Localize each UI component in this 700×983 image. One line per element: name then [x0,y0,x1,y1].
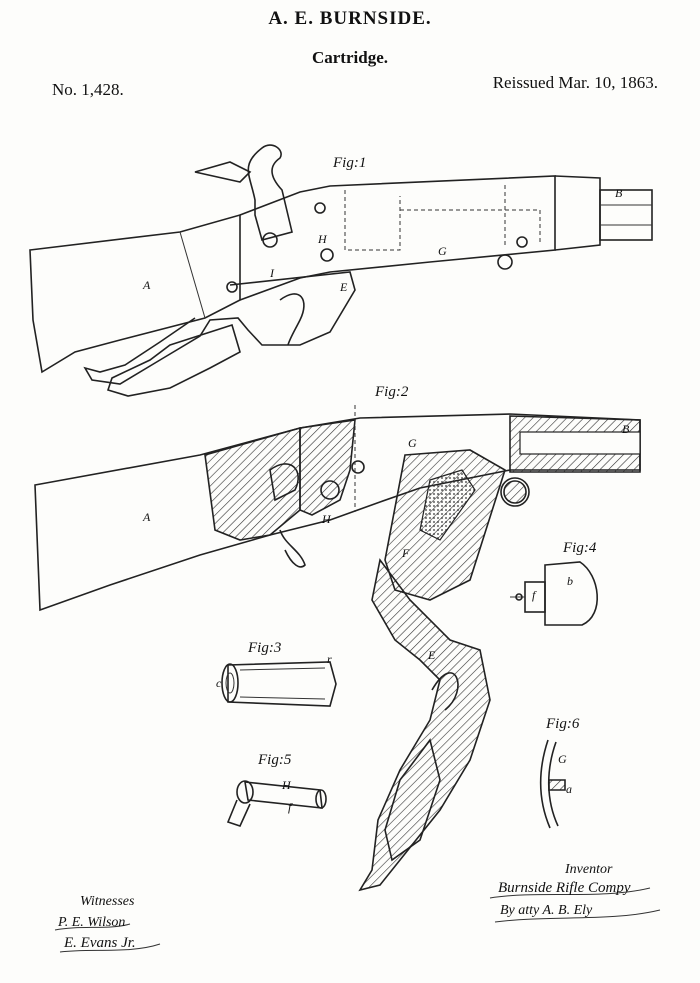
patent-subtitle: Cartridge. [311,48,388,67]
inventor-signature: Burnside Rifle Compy [498,880,631,896]
fig3-letter-r: r [327,652,332,666]
fig2-letter-b: B [622,422,630,436]
fig1-letter-e: E [340,280,348,294]
fig6-letter-a: a [566,782,572,796]
fig5-label: Fig:5 [258,752,292,768]
fig2-letter-e: E [428,648,436,662]
fig1-letter-g: G [438,244,447,258]
fig6-label: Fig:6 [546,716,580,732]
inventor-label: Inventor [565,862,613,877]
signature-flourishes [54,887,661,953]
figure-1-drawing [29,144,653,397]
fig1-letter-a: A [143,278,151,292]
attorney-signature: By atty A. B. Ely [500,903,593,918]
figure-5-drawing [226,780,327,827]
fig5-letter-h: H [282,778,291,792]
figure-4-drawing [510,561,598,626]
fig1-label: Fig:1 [333,155,367,171]
fig2-letter-f: F [402,546,410,560]
fig1-letter-b: B [615,186,623,200]
figure-2-drawing [34,405,641,892]
fig2-letter-h: H [322,512,331,526]
witness-signature-2: E. Evans Jr. [64,935,136,951]
figure-6-drawing [539,739,566,829]
fig4-letter-f: f [532,588,536,602]
fig6-letter-g: G [558,752,567,766]
patent-title: A. E. BURNSIDE. [268,8,432,29]
fig3-label: Fig:3 [248,640,282,656]
fig1-letter-i: I [270,266,274,280]
fig4-label: Fig:4 [563,540,597,556]
fig5-letter-f: f [288,800,292,814]
reissue-date: Reissued Mar. 10, 1863. [492,73,658,92]
fig2-label: Fig:2 [375,384,409,400]
fig4-letter-b: b [567,574,573,588]
fig2-letter-a: A [143,510,151,524]
figure-3-drawing [221,661,337,707]
witness-signature-1: P. E. Wilson [58,915,126,930]
fig3-letter-c: c [216,676,222,690]
fig2-letter-g: G [408,436,417,450]
patent-number: No. 1,428. [52,80,124,99]
fig1-letter-h: H [318,232,327,246]
witnesses-label: Witnesses [80,894,135,909]
